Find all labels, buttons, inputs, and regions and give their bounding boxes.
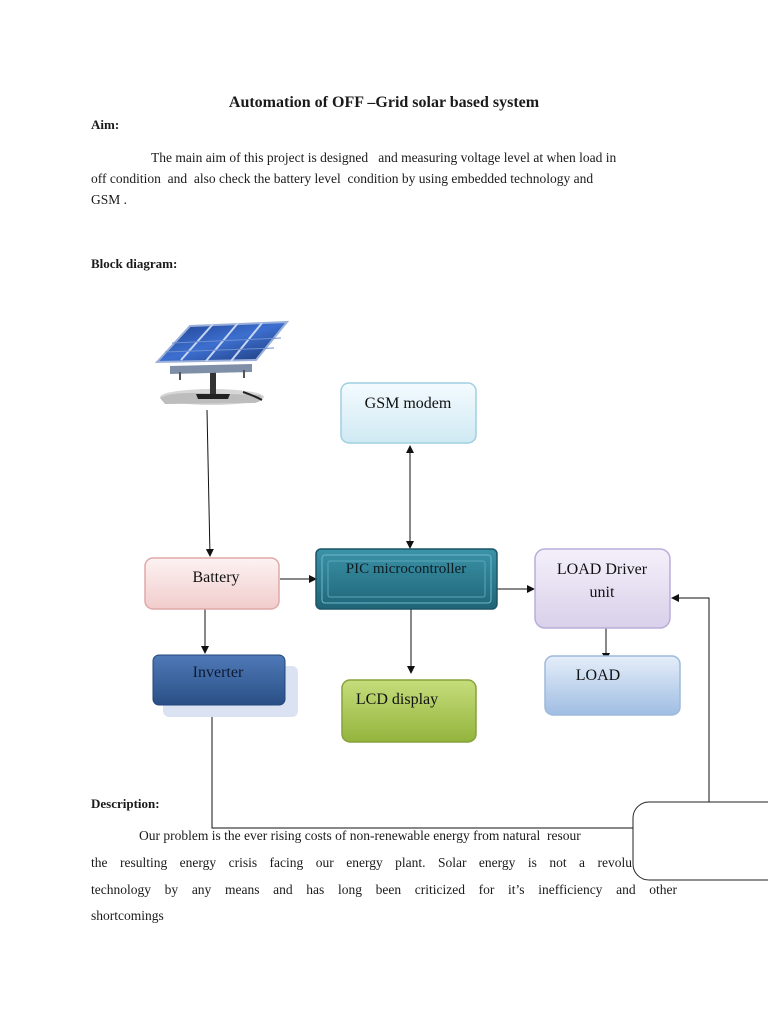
description-line-2: the resulting energy crisis facing our e… xyxy=(91,855,632,870)
load-label: LOAD xyxy=(576,667,620,684)
load-driver-label-line1: LOAD Driver xyxy=(557,561,648,578)
load-driver-block: LOAD Driver unit xyxy=(534,548,671,629)
document-title: Automation of OFF –Grid solar based syst… xyxy=(228,94,540,111)
block-diagram-heading: Block diagram: xyxy=(91,256,178,271)
pic-microcontroller-block: PIC microcontroller xyxy=(315,548,498,610)
solar-panel-icon xyxy=(154,320,290,405)
solar-to-battery-arrow xyxy=(205,409,214,557)
description-line-4: shortcomings xyxy=(91,908,164,923)
lcd-display-block: LCD display xyxy=(341,679,477,743)
load-driver-label-line2: unit xyxy=(590,584,615,601)
description-heading: Description: xyxy=(91,796,160,811)
description-line-1: Our problem is the ever rising costs of … xyxy=(139,828,581,843)
load-block: LOAD xyxy=(544,655,681,716)
aim-line-1: The main aim of this project is designed… xyxy=(151,150,617,165)
aim-heading: Aim: xyxy=(91,117,120,132)
battery-block: Battery xyxy=(144,557,280,610)
empty-rounded-box xyxy=(632,801,768,881)
inverter-label: Inverter xyxy=(193,664,244,681)
battery-label: Battery xyxy=(192,569,239,586)
gsm-modem-block: GSM modem xyxy=(340,382,477,444)
lcd-display-label: LCD display xyxy=(356,691,438,708)
aim-line-2: off condition and also check the battery… xyxy=(91,171,594,186)
description-line-3: technology by any means and has long bee… xyxy=(91,882,677,897)
inverter-block: Inverter xyxy=(152,654,298,717)
pic-microcontroller-label: PIC microcontroller xyxy=(346,561,466,577)
gsm-modem-label: GSM modem xyxy=(365,395,452,412)
aim-line-3: GSM . xyxy=(91,192,128,207)
